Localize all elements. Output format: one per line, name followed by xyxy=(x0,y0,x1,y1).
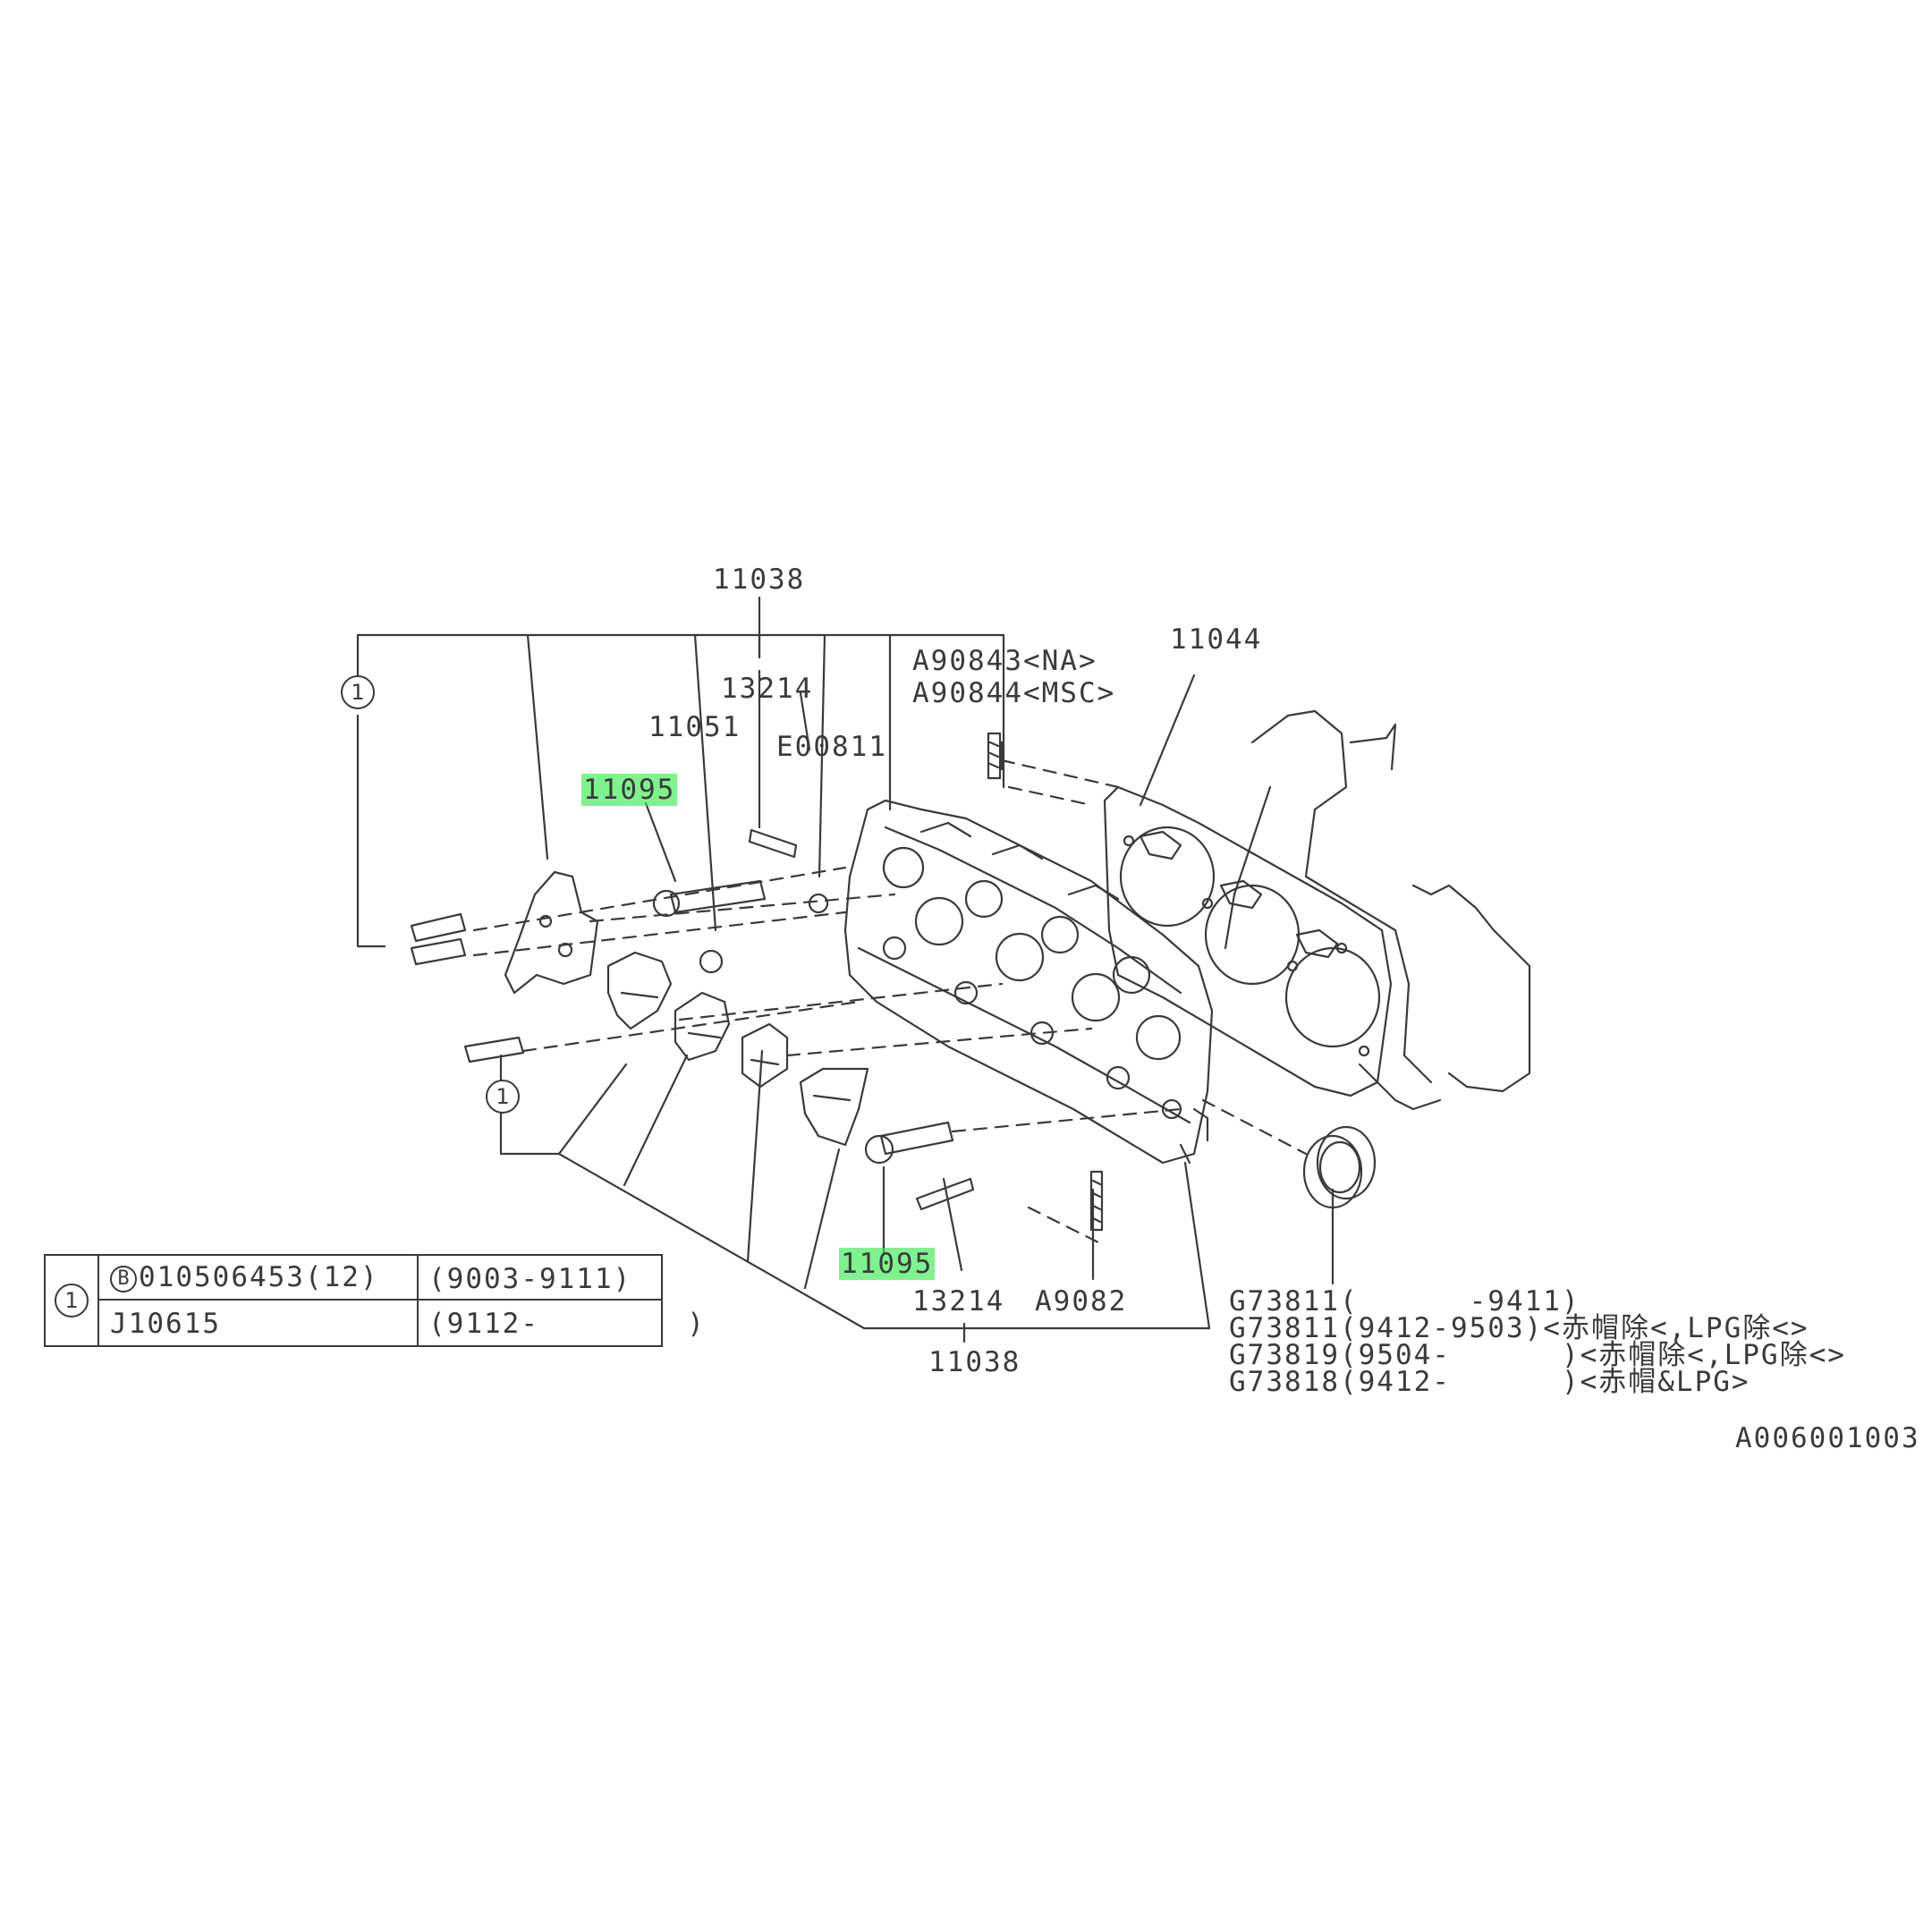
callout-symbol-bottom: 1 xyxy=(486,1080,520,1114)
assembly-lines xyxy=(472,758,1308,1245)
table-row2-part: J10615 xyxy=(110,1308,221,1340)
label-top-stud: 13214 xyxy=(721,673,814,705)
label-stud-na: A90843<NA> xyxy=(912,645,1097,677)
table-row1-dates: (9003-9111) xyxy=(428,1263,632,1295)
table-ref-symbol: 1 xyxy=(55,1284,89,1318)
diagram-id: A006001003 xyxy=(1735,1422,1920,1454)
cylinder-head xyxy=(843,799,1214,1165)
camshaft-seal xyxy=(1302,1125,1377,1209)
head-gasket xyxy=(1103,785,1393,1097)
leader-lines xyxy=(644,596,1335,1343)
camshaft-caps xyxy=(504,870,869,1147)
bolts xyxy=(410,879,954,1165)
label-top-pin: E00811 xyxy=(776,731,887,763)
label-bottom-assembly: 11038 xyxy=(928,1346,1021,1378)
label-gasket: 11044 xyxy=(1170,623,1263,656)
studs xyxy=(748,732,1104,1232)
label-bottom-bolt: 11095 xyxy=(839,1248,936,1280)
label-seal-line-4: G73818(9412- )<赤帽&LPG> xyxy=(1229,1366,1750,1398)
label-bottom-stud: 13214 xyxy=(912,1285,1005,1318)
callout-symbol-top: 1 xyxy=(341,675,375,709)
table-row2-dates: (9112- ) xyxy=(428,1308,706,1340)
label-seal-line-1: G73811( -9411) xyxy=(1229,1285,1580,1318)
label-seal-line-3: G73819(9504- )<赤帽除<,LPG除<> xyxy=(1229,1339,1846,1371)
b-circle-icon: B xyxy=(110,1265,137,1292)
bottom-bracket-leader xyxy=(499,1049,1211,1330)
label-top-assembly: 11038 xyxy=(713,564,806,596)
label-top-plug: 11051 xyxy=(648,711,741,743)
label-stud-msc: A90844<MSC> xyxy=(912,677,1116,709)
label-top-bolt: 11095 xyxy=(581,774,678,806)
label-seal-line-2: G73811(9412-9503)<赤帽除<,LPG除<> xyxy=(1229,1312,1809,1344)
label-bottom-stud-2: A9082 xyxy=(1035,1285,1128,1318)
